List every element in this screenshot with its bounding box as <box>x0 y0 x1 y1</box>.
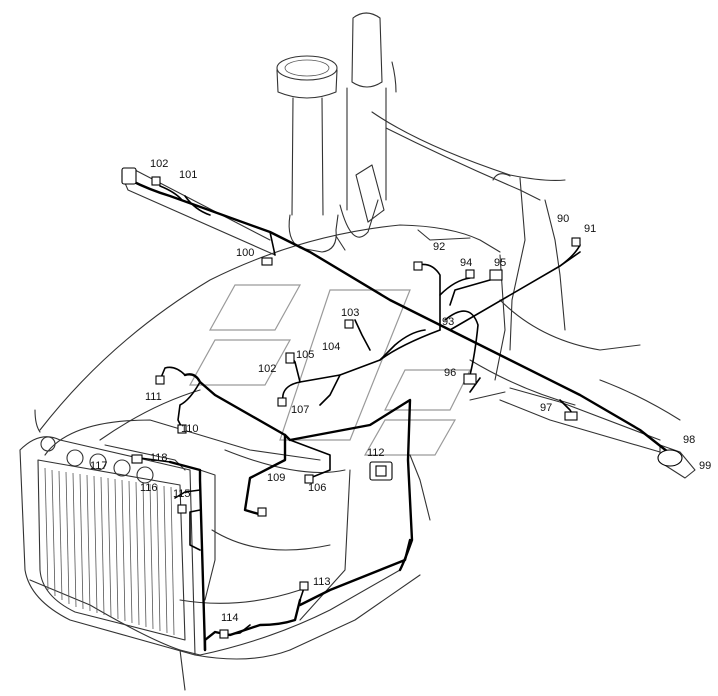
callout-94: 94 <box>460 257 472 269</box>
connector-106 <box>304 474 314 484</box>
callout-103: 103 <box>341 307 359 319</box>
callout-labels: 90 91 92 93 94 95 96 97 98 99 100 101 10… <box>90 158 711 624</box>
callout-116: 116 <box>140 482 158 494</box>
connector-107 <box>277 397 287 407</box>
connector-90 <box>571 237 581 247</box>
connector-97 <box>564 411 578 421</box>
connector-96 <box>463 373 477 385</box>
connector-102 <box>121 167 137 185</box>
callout-90: 90 <box>557 213 569 225</box>
callout-91: 91 <box>584 223 596 235</box>
callout-115: 115 <box>173 488 191 500</box>
connector-105 <box>285 352 295 364</box>
callout-98: 98 <box>683 434 695 446</box>
callout-97: 97 <box>540 402 552 414</box>
connector-103 <box>344 319 354 329</box>
callout-102: 102 <box>150 158 168 170</box>
connector-111 <box>155 375 165 385</box>
connector-110 <box>177 424 187 434</box>
connector-112-inner <box>375 465 387 477</box>
radiator-grille <box>19 436 196 656</box>
callout-95: 95 <box>494 257 506 269</box>
connector-109 <box>257 507 267 517</box>
fender-panel <box>194 449 421 660</box>
callout-111: 111 <box>145 391 162 403</box>
connector-100 <box>261 257 273 266</box>
callout-113: 113 <box>313 576 331 588</box>
callout-107: 107 <box>291 404 309 416</box>
connectors <box>121 167 683 639</box>
callout-105: 105 <box>296 349 314 361</box>
callout-118: 118 <box>150 452 168 464</box>
callout-96: 96 <box>444 367 456 379</box>
callout-117: 117 <box>90 460 108 472</box>
connector-114 <box>219 629 229 639</box>
connector-95 <box>489 269 503 281</box>
connector-117 <box>131 454 143 464</box>
callout-93: 93 <box>442 316 454 328</box>
callout-92: 92 <box>433 241 445 253</box>
connector-92 <box>413 261 423 271</box>
callout-99: 99 <box>699 460 711 472</box>
connector-115 <box>177 504 187 514</box>
callout-101: 101 <box>179 169 197 181</box>
callout-112: 112 <box>367 447 385 459</box>
callout-100: 100 <box>236 247 254 259</box>
wiring-harness <box>128 178 670 652</box>
exhaust-stacks <box>276 12 387 253</box>
watermark-logo <box>188 284 471 456</box>
connector-113 <box>299 581 309 591</box>
connector-98 <box>657 449 683 467</box>
callout-104: 104 <box>322 341 340 353</box>
cab-outline <box>371 61 641 406</box>
callout-109: 109 <box>267 472 285 484</box>
connector-94 <box>465 269 475 279</box>
callout-106: 106 <box>308 482 326 494</box>
connector-101 <box>151 176 161 186</box>
callout-114: 114 <box>221 612 239 624</box>
callout-102-b: 102 <box>258 363 276 375</box>
callout-110: 110 <box>181 423 199 435</box>
